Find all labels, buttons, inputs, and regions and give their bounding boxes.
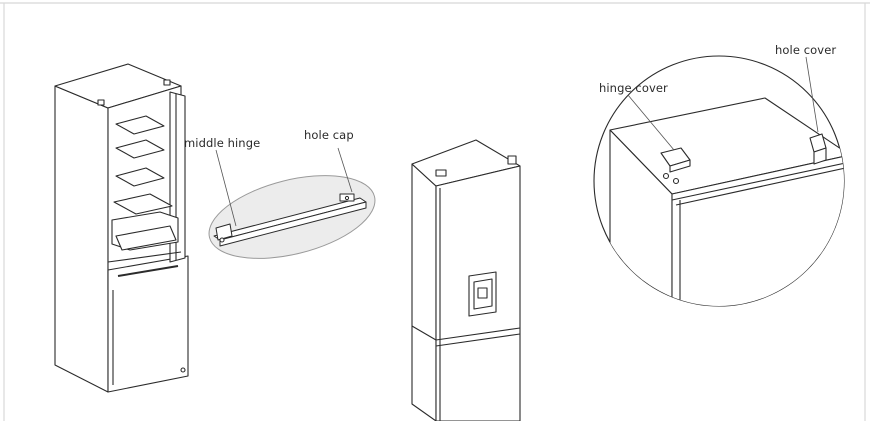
hinge-detail <box>208 147 376 259</box>
hole-cap-label: hole cap <box>304 128 354 142</box>
fridge-closed <box>411 139 521 421</box>
middle-hinge-label: middle hinge <box>184 136 261 150</box>
top-hinge-zoom <box>593 55 845 307</box>
hole-cover-label: hole cover <box>775 43 837 57</box>
fridge-open-door <box>54 63 189 393</box>
hinge-cover-label: hinge cover <box>599 81 668 95</box>
